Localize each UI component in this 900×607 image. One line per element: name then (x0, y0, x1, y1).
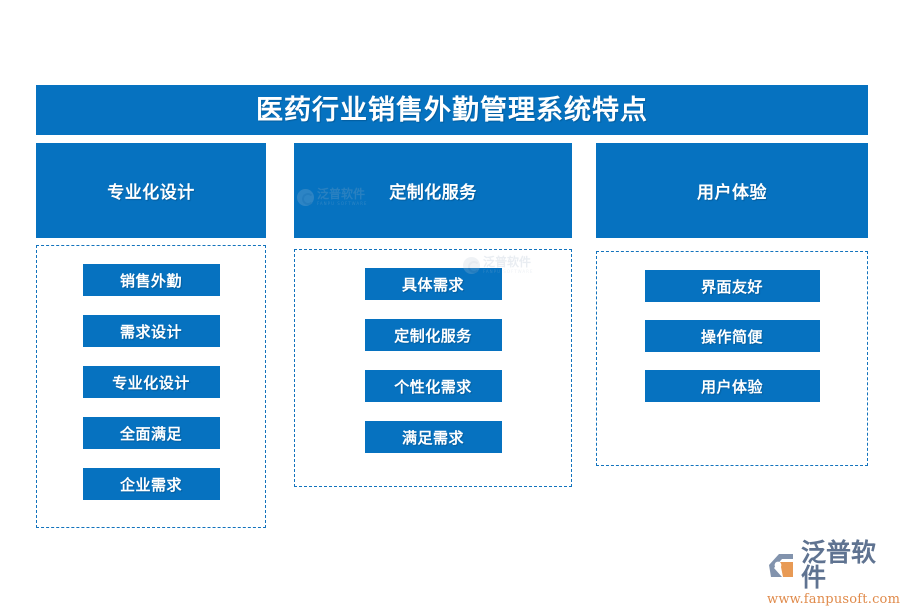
column-panel-1-items: 销售外勤 需求设计 专业化设计 全面满足 企业需求 (37, 264, 265, 519)
list-item[interactable]: 全面满足 (82, 417, 220, 449)
list-item[interactable]: 需求设计 (82, 315, 220, 347)
list-item[interactable]: 企业需求 (82, 468, 220, 500)
list-item[interactable]: 具体需求 (364, 268, 502, 300)
column-header-2[interactable]: 定制化服务 (294, 143, 572, 238)
column-panel-3: 界面友好 操作简便 用户体验 (596, 251, 868, 466)
brand-logo: 泛普软件 www.fanpusoft.com (766, 540, 900, 606)
brand-logo-row: 泛普软件 (766, 540, 900, 590)
list-item[interactable]: 个性化需求 (364, 370, 502, 402)
column-header-2-label: 定制化服务 (389, 183, 477, 203)
column-header-1-label: 专业化设计 (107, 183, 195, 203)
column-header-3-label: 用户体验 (697, 183, 767, 203)
brand-name: 泛普软件 (801, 538, 877, 592)
list-item[interactable]: 定制化服务 (364, 319, 502, 351)
list-item[interactable]: 用户体验 (644, 370, 820, 402)
list-item[interactable]: 销售外勤 (82, 264, 220, 296)
column-header-3[interactable]: 用户体验 (596, 143, 868, 238)
column-panel-2: 具体需求 定制化服务 个性化需求 满足需求 (294, 249, 572, 487)
column-header-1[interactable]: 专业化设计 (36, 143, 266, 238)
list-item[interactable]: 操作简便 (644, 320, 820, 352)
fanpu-logo-icon (766, 550, 796, 580)
column-panel-2-items: 具体需求 定制化服务 个性化需求 满足需求 (295, 268, 571, 472)
page-title: 医药行业销售外勤管理系统特点 (256, 94, 648, 126)
list-item[interactable]: 界面友好 (644, 270, 820, 302)
list-item[interactable]: 专业化设计 (82, 366, 220, 398)
page-title-bar: 医药行业销售外勤管理系统特点 (36, 85, 868, 135)
column-panel-3-items: 界面友好 操作简便 用户体验 (597, 270, 867, 420)
column-panel-1: 销售外勤 需求设计 专业化设计 全面满足 企业需求 (36, 245, 266, 528)
list-item[interactable]: 满足需求 (364, 421, 502, 453)
